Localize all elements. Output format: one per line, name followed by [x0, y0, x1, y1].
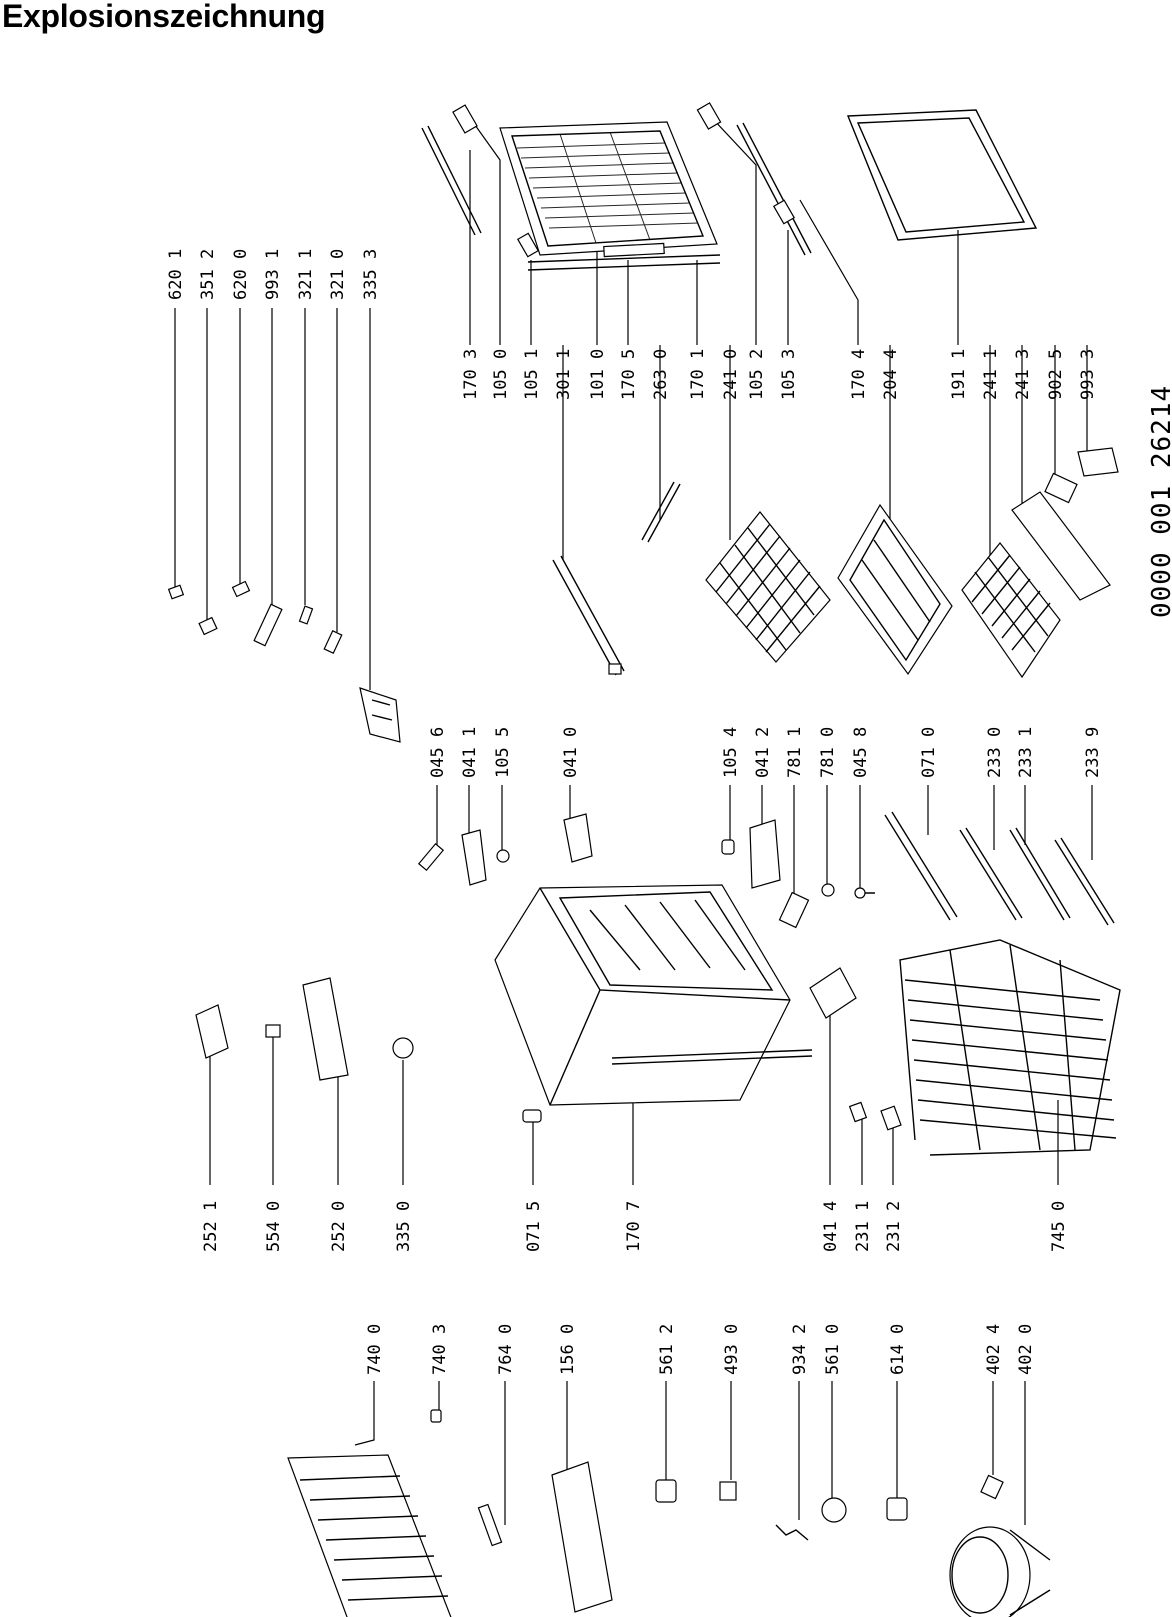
- part-label: 105 0: [491, 349, 511, 400]
- part-labels: 620 1 351 2 620 0 993 1 321 1 321 0 335 …: [166, 249, 1103, 1375]
- part-label: 740 0: [365, 1324, 385, 1375]
- document-number: 0000 001 26214: [1147, 385, 1172, 618]
- part-label: 041 0: [561, 727, 581, 778]
- part-label: 105 1: [522, 349, 542, 400]
- part-label: 071 0: [919, 727, 939, 778]
- part-label: 241 1: [981, 349, 1001, 400]
- part-label: 781 0: [818, 727, 838, 778]
- leader-lines: [174, 117, 1093, 1525]
- part-label: 764 0: [496, 1324, 516, 1375]
- part-label: 041 4: [821, 1201, 841, 1252]
- part-label: 045 8: [851, 727, 871, 778]
- part-label: 934 2: [790, 1324, 810, 1375]
- part-label: 745 0: [1049, 1201, 1069, 1252]
- part-label: 231 2: [884, 1201, 904, 1252]
- page-title: Explosionszeichnung: [2, 0, 326, 34]
- part-label: 993 3: [1078, 349, 1098, 400]
- part-label: 252 0: [329, 1201, 349, 1252]
- part-label: 263 0: [651, 349, 671, 400]
- part-label: 204 4: [881, 349, 901, 400]
- condenser-coil: [287, 1454, 452, 1617]
- part-label: 105 2: [747, 349, 767, 400]
- part-label: 614 0: [888, 1324, 908, 1375]
- part-label: 561 2: [657, 1324, 677, 1375]
- part-label: 170 3: [461, 349, 481, 400]
- part-label: 620 1: [166, 249, 186, 300]
- part-label: 101 0: [588, 349, 608, 400]
- part-drawings: [167, 102, 1121, 1617]
- part-label: 170 7: [624, 1201, 644, 1252]
- part-label: 493 0: [722, 1324, 742, 1375]
- part-label: 170 5: [619, 349, 639, 400]
- part-label: 993 1: [263, 249, 283, 300]
- part-label: 045 6: [428, 727, 448, 778]
- part-label: 781 1: [785, 727, 805, 778]
- part-label: 321 1: [296, 249, 316, 300]
- part-label: 233 1: [1016, 727, 1036, 778]
- part-label: 301 1: [554, 349, 574, 400]
- part-label: 105 4: [721, 727, 741, 778]
- part-label: 170 4: [849, 349, 869, 400]
- part-label: 740 3: [430, 1324, 450, 1375]
- part-label: 402 4: [984, 1324, 1004, 1375]
- part-label: 241 3: [1013, 349, 1033, 400]
- part-label: 335 3: [361, 249, 381, 300]
- part-label: 554 0: [264, 1201, 284, 1252]
- part-label: 620 0: [231, 249, 251, 300]
- evaporator-grid: [899, 939, 1121, 1156]
- part-label: 561 0: [823, 1324, 843, 1375]
- part-label: 902 5: [1046, 349, 1066, 400]
- part-label: 233 0: [985, 727, 1005, 778]
- part-label: 191 1: [949, 349, 969, 400]
- part-label: 170 1: [688, 349, 708, 400]
- part-label: 351 2: [198, 249, 218, 300]
- part-label: 156 0: [558, 1324, 578, 1375]
- part-label: 105 3: [779, 349, 799, 400]
- part-label: 321 0: [328, 249, 348, 300]
- part-label: 252 1: [201, 1201, 221, 1252]
- part-label: 231 1: [853, 1201, 873, 1252]
- part-label: 402 0: [1016, 1324, 1036, 1375]
- part-label: 041 1: [460, 727, 480, 778]
- part-label: 241 0: [721, 349, 741, 400]
- part-label: 041 2: [753, 727, 773, 778]
- part-label: 335 0: [394, 1201, 414, 1252]
- cabinet-body: [494, 884, 813, 1106]
- part-label: 105 5: [493, 727, 513, 778]
- part-label: 071 5: [524, 1201, 544, 1252]
- part-label: 233 9: [1083, 727, 1103, 778]
